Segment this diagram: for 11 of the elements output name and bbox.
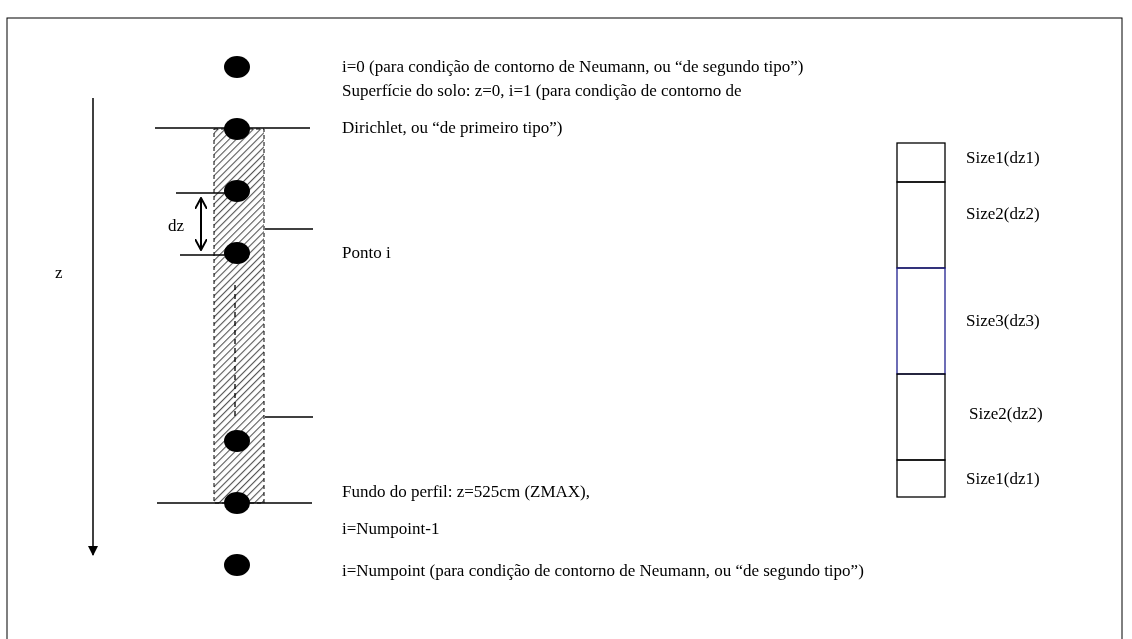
dimension-label: dz (168, 215, 186, 237)
point-label: Ponto i (342, 242, 392, 264)
layer-size-label: Size2(dz2) (966, 203, 1041, 225)
layer-size-label: Size2(dz2) (969, 403, 1044, 425)
layer-size-label: Size1(dz1) (966, 147, 1041, 169)
boundary-note: i=Numpoint (para condição de contorno de Neumann, ou “de segundo tipo”) (342, 560, 865, 582)
layer-size-label: Size3(dz3) (966, 310, 1041, 332)
boundary-note: Superfície do solo: z=0, i=1 (para condição de contorno de Dirichlet, ou “de primeiro tipo”) (342, 80, 743, 139)
axis-label: z (55, 262, 64, 284)
layer-size-label: Size1(dz1) (966, 468, 1041, 490)
boundary-note: i=0 (para condição de contorno de Neumann, ou “de segundo tipo”) (342, 56, 805, 78)
